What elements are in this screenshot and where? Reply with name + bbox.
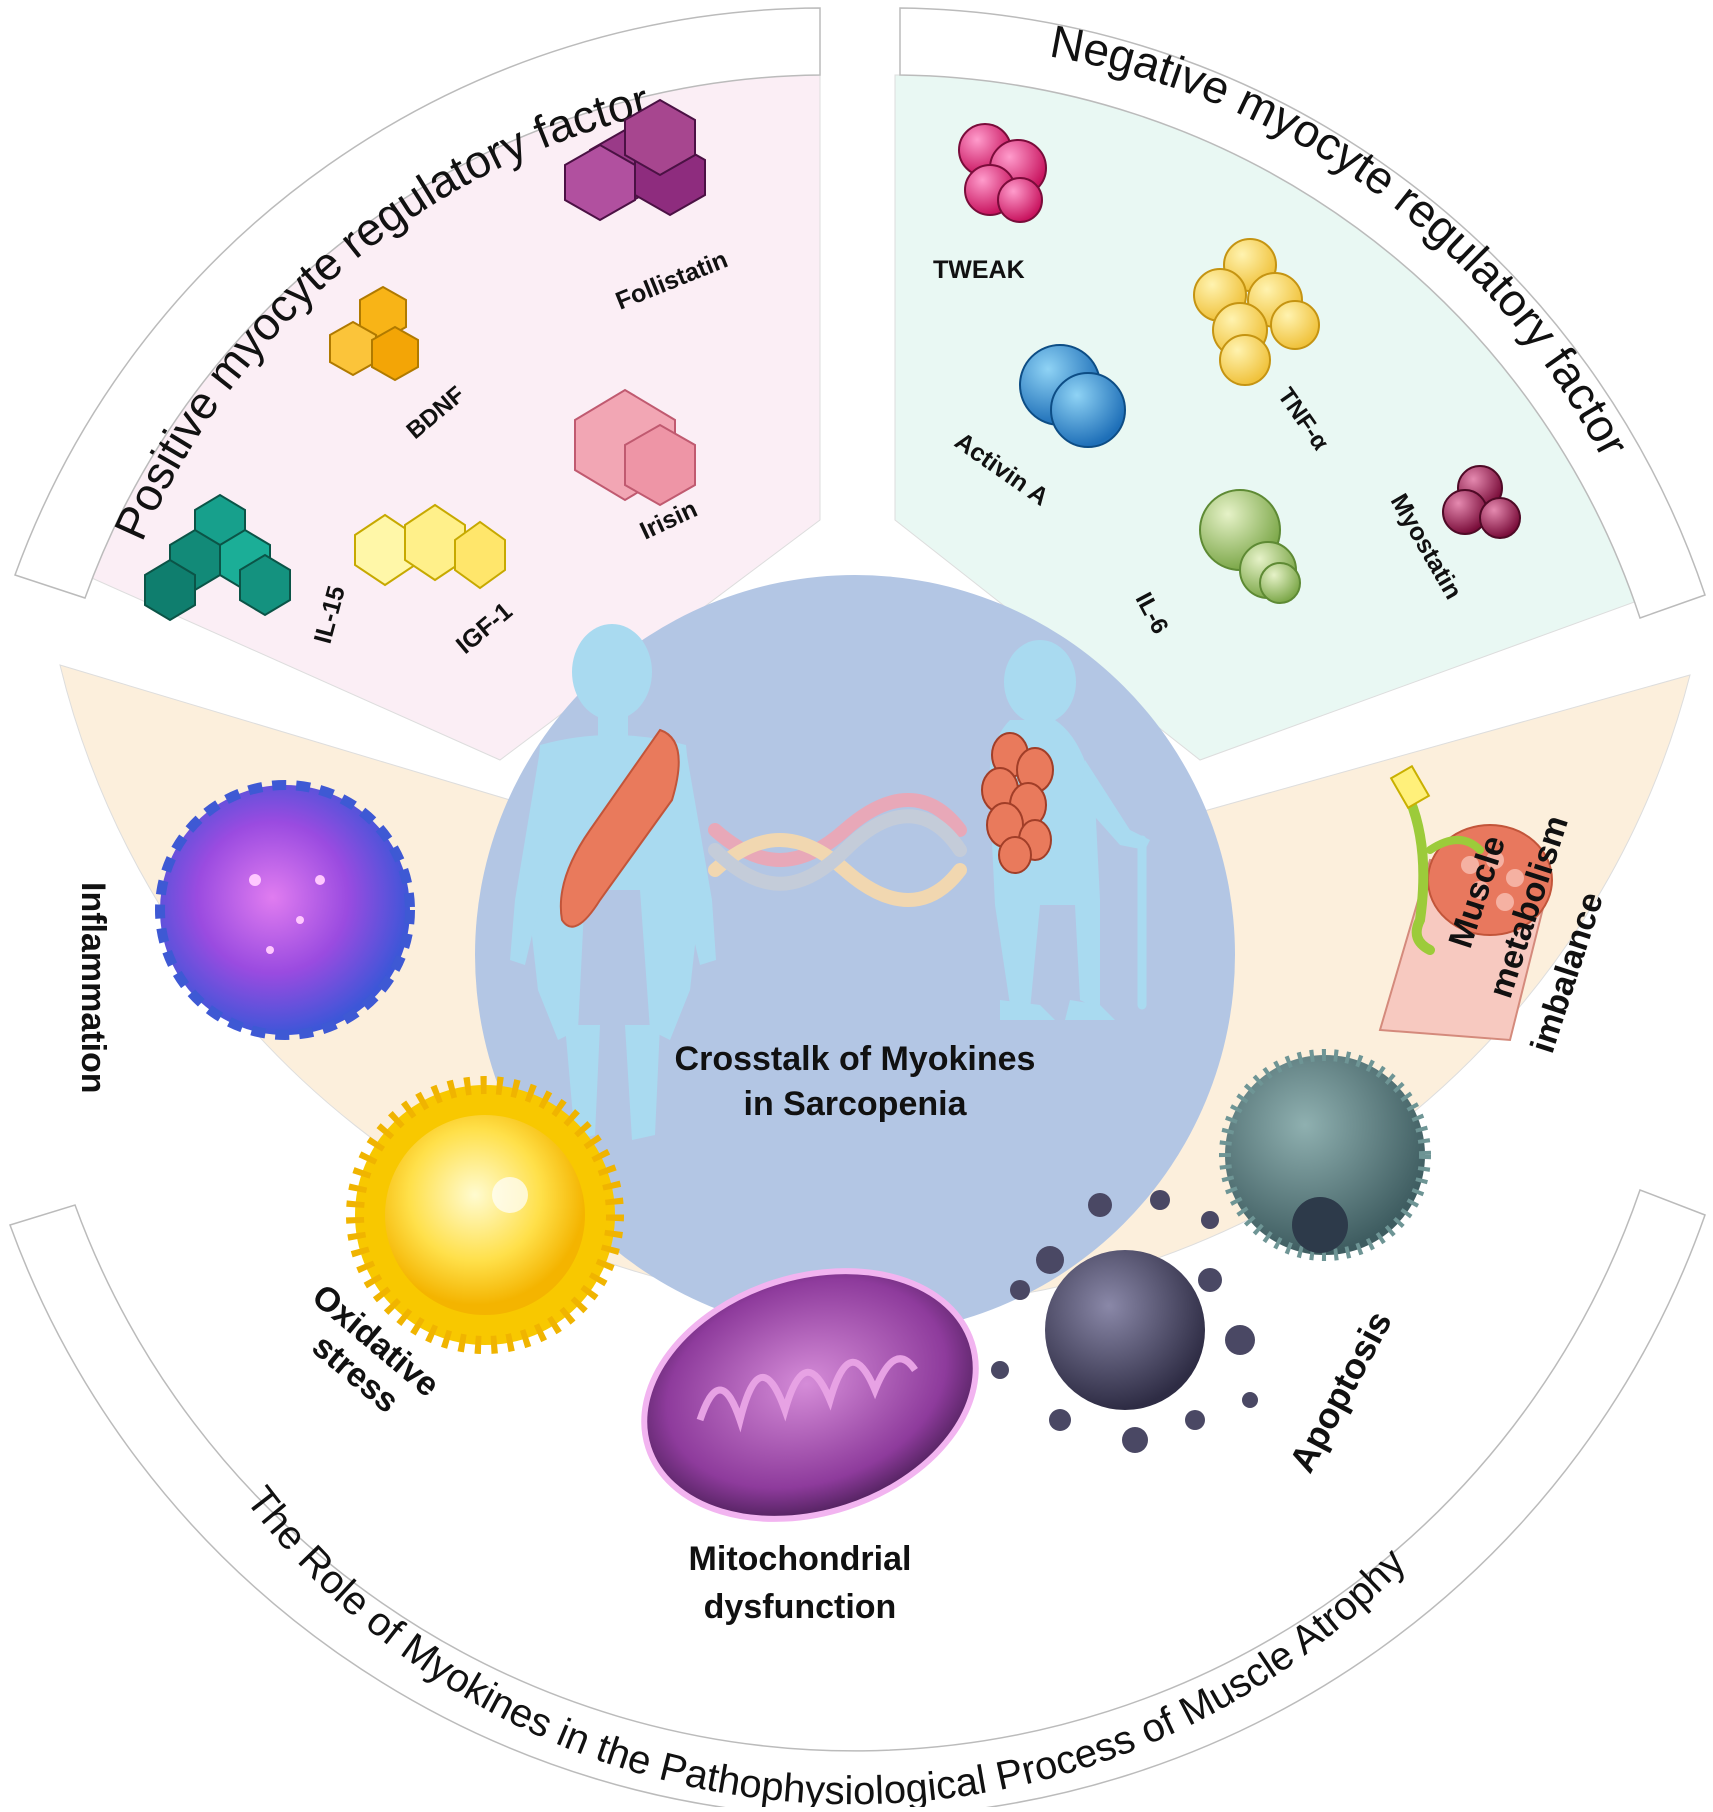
dna-helix-icon: [708, 793, 967, 907]
activin-a-icon: [1019, 344, 1126, 448]
apoptosis-label: Apoptosis: [1281, 1304, 1400, 1479]
inflammation-cell-icon: [155, 780, 415, 1040]
tweak-icon: [958, 123, 1047, 223]
center-title-line1: Crosstalk of Myokines: [675, 1040, 1036, 1078]
positive-title-band: [14, 7, 821, 599]
follistatin-icon: [564, 98, 706, 222]
atrophied-muscle-icon: [981, 732, 1054, 874]
il15-icon: [144, 493, 291, 622]
myostatin-icon: [1442, 465, 1521, 539]
irisin-icon: [574, 388, 696, 507]
igf1-icon: [354, 503, 506, 590]
apoptosis-cell-icon: [991, 1049, 1431, 1453]
mito-label-line1: Mitochondrial: [689, 1540, 912, 1578]
tweak-label: TWEAK: [933, 256, 1025, 284]
inflammation-label: Inflammation: [74, 882, 112, 1094]
atrophy-title-band: [9, 1189, 1706, 1812]
muscle-fiber-icon: [1378, 764, 1553, 1042]
mito-label-line2: dysfunction: [704, 1588, 897, 1626]
sun-icon: [346, 1076, 624, 1354]
tnfa-icon: [1193, 238, 1320, 386]
negative-title-band: [899, 7, 1706, 619]
mitochondrion-icon: [641, 1268, 979, 1522]
il6-icon: [1199, 489, 1301, 604]
bdnf-icon: [329, 285, 419, 382]
healthy-muscle-icon: [559, 728, 680, 928]
center-title-line2: in Sarcopenia: [744, 1085, 968, 1123]
